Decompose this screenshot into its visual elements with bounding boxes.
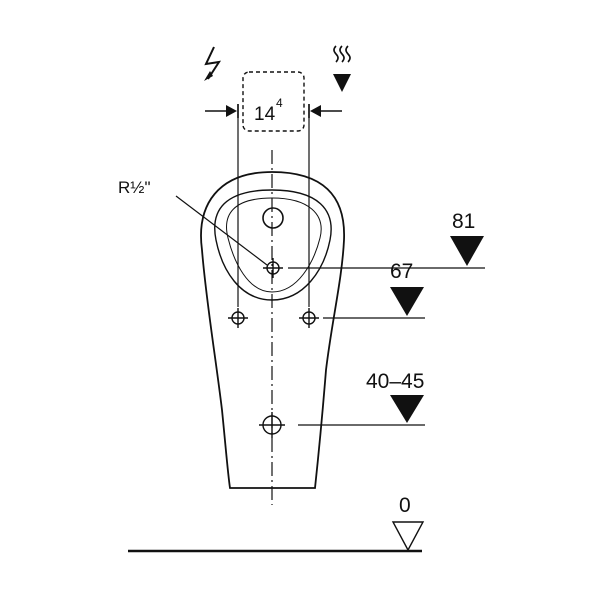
urinal-bowl-rim [214,189,332,301]
waste-outlet-point [259,412,285,438]
height-67-label: 67 [390,260,413,283]
height-40-45-marker [390,395,424,423]
lightning-bolt-icon [204,46,222,81]
width-value: 14 [254,104,276,125]
height-81-marker [450,236,484,266]
height-0-label: 0 [399,494,411,517]
connection-leader-line [175,195,268,266]
urinal-bowl-inner [226,197,322,293]
height-81-label: 81 [452,210,475,233]
water-supply-icon [333,45,351,92]
connection-thread-label: R½" [118,178,151,197]
height-67-marker [390,287,424,316]
width-superscript: 4 [276,96,283,110]
height-reference-lines [288,267,485,426]
urinal-body-outline [200,171,345,489]
height-40-45-label: 40–45 [366,370,424,393]
installation-box-outline [242,71,305,132]
water-inlet-hole [262,207,284,229]
fixing-point-left [228,308,248,328]
fixing-point-right [299,308,319,328]
floor-level-marker [391,521,425,552]
connection-point-67 [263,258,283,278]
